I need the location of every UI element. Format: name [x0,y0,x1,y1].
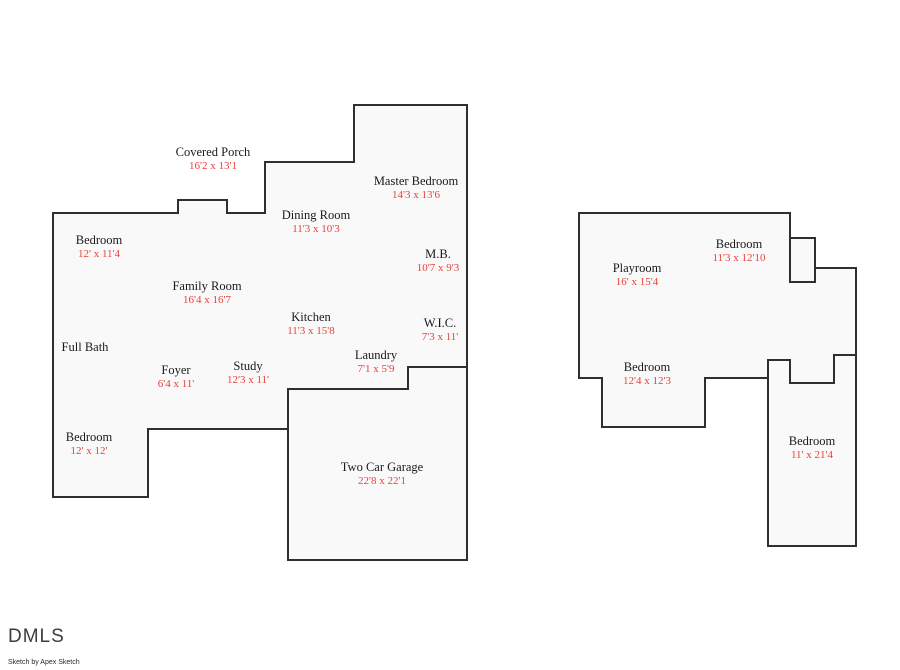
room-label-family-room: Family Room [172,279,241,293]
room-dims-bedroom-left: 12' x 11'4 [78,248,121,260]
room-label-bedroom-tall: Bedroom [789,434,836,448]
first-floor-outline [52,104,468,498]
room-label-full-bath: Full Bath [62,340,110,354]
room-dims-laundry: 7'1 x 5'9 [358,363,395,375]
room-label-laundry: Laundry [355,348,398,362]
room-dims-study: 12'3 x 11' [227,374,269,386]
room-label-foyer: Foyer [161,363,191,377]
room-dims-playroom: 16' x 15'4 [616,276,659,288]
room-dims-bedroom-top: 11'3 x 12'10 [712,252,766,264]
room-dims-bedroom-bottom: 12' x 12' [71,445,108,457]
room-dims-master-bedroom: 14'3 x 13'6 [392,189,440,201]
room-label-master-bath: M.B. [425,247,451,261]
room-dims-family-room: 16'4 x 16'7 [183,294,231,306]
room-dims-dining-room: 11'3 x 10'3 [292,223,340,235]
garage-outline [287,366,468,561]
dmls-logo: DMLS [8,626,65,647]
room-label-two-car-garage: Two Car Garage [341,460,424,474]
room-dims-foyer: 6'4 x 11' [158,378,195,390]
room-dims-kitchen: 11'3 x 15'8 [287,325,335,337]
stair-notch-outline [789,237,816,283]
room-dims-covered-porch: 16'2 x 13'1 [189,160,237,172]
room-dims-bedroom-mid: 12'4 x 12'3 [623,375,671,387]
room-dims-two-car-garage: 22'8 x 22'1 [358,475,406,487]
room-dims-wic: 7'3 x 11' [422,331,459,343]
room-label-wic: W.I.C. [424,316,457,330]
room-dims-bedroom-tall: 11' x 21'4 [791,449,834,461]
room-label-kitchen: Kitchen [291,310,331,324]
room-label-master-bedroom: Master Bedroom [374,174,459,188]
room-label-bedroom-mid: Bedroom [624,360,671,374]
room-label-bedroom-top: Bedroom [716,237,763,251]
room-label-covered-porch: Covered Porch [176,145,251,159]
room-label-dining-room: Dining Room [282,208,351,222]
branding-block: DMLS Sketch by Apex Sketch [8,626,80,666]
room-label-bedroom-left: Bedroom [76,233,123,247]
room-label-playroom: Playroom [613,261,662,275]
room-label-study: Study [233,359,263,373]
room-label-bedroom-bottom: Bedroom [66,430,113,444]
sketch-credit: Sketch by Apex Sketch [8,659,80,666]
room-dims-master-bath: 10'7 x 9'3 [417,262,460,274]
bedroom-wing-outline [767,354,857,547]
